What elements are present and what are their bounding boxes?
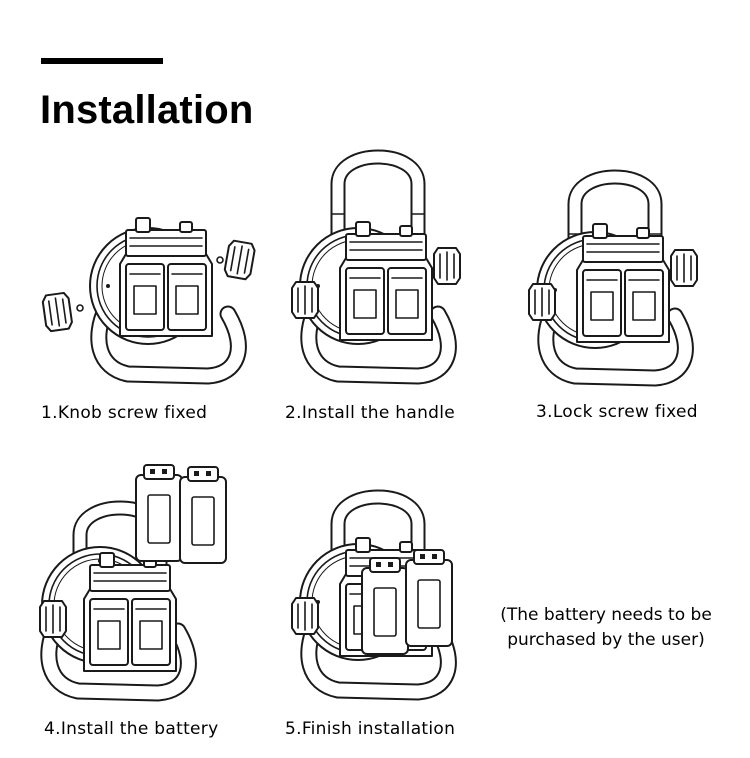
step-4-caption: 4.Install the battery	[44, 719, 219, 739]
battery-note-line-2: purchased by the user)	[507, 630, 705, 650]
step-1-illustration	[40, 210, 270, 380]
heading-accent-bar	[41, 58, 163, 64]
step-4-illustration	[39, 464, 240, 695]
battery-note: (The battery needs to be purchased by th…	[490, 603, 722, 653]
step-3-caption: 3.Lock screw fixed	[536, 402, 698, 422]
step-2-caption: 2.Install the handle	[285, 403, 456, 423]
step-1-caption: 1.Knob screw fixed	[41, 403, 208, 423]
step-5-illustration	[291, 480, 472, 700]
battery-note-line-1: (The battery needs to be	[500, 605, 712, 625]
step-5-caption: 5.Finish installation	[285, 719, 456, 739]
step-2-illustration	[290, 142, 470, 382]
step-3-illustration	[525, 160, 705, 390]
page-title: Installation	[40, 88, 254, 132]
